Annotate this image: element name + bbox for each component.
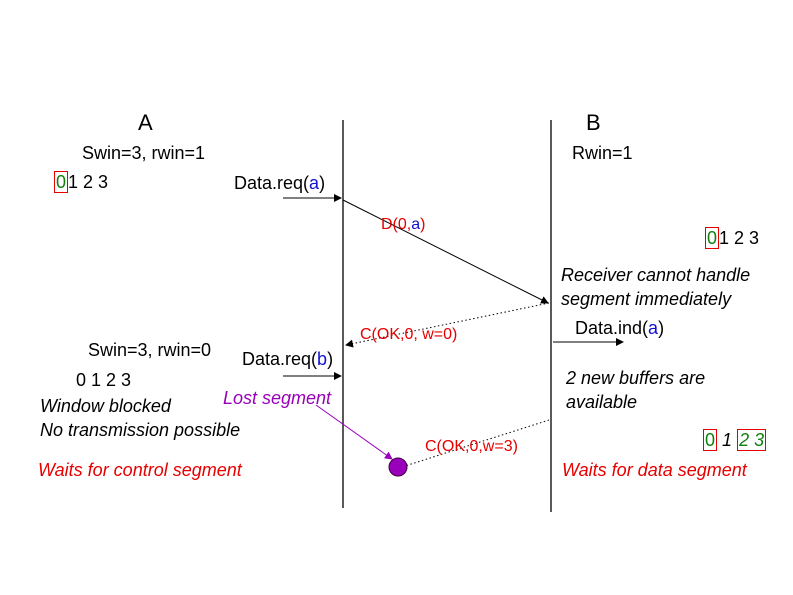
- receiver-waits-text: Waits for data segment: [562, 460, 747, 480]
- sender-sequence-2: 0 1 2 3: [76, 370, 132, 390]
- new-buffers-text-1: 2 new buffers are: [566, 368, 706, 388]
- data-ind-label: Data.ind(a): [575, 318, 664, 338]
- data-req-b-prefix: Data.req(: [242, 349, 318, 369]
- sender-window-1: Swin=3, rwin=1: [82, 143, 206, 163]
- receiver-seq2-mid: 1: [722, 430, 733, 450]
- window-blocked-text: Window blocked: [40, 396, 171, 416]
- receiver-note-2: segment immediately: [561, 289, 732, 309]
- sender-waits-text: Waits for control segment: [38, 460, 242, 480]
- data-req-a-suffix: ): [319, 173, 326, 193]
- sender-seq1-rest: 1 2 3: [68, 172, 109, 192]
- receiver-window: Rwin=1: [572, 143, 633, 163]
- receiver-seq2-first: 0: [703, 429, 718, 451]
- control-segment-2-line: [404, 419, 550, 467]
- data-ind-arg: a: [648, 318, 659, 338]
- data-req-b-arg: b: [317, 349, 328, 369]
- data-req-a-label: Data.req(a): [234, 173, 325, 193]
- lost-segment-label: Lost segment: [223, 388, 332, 408]
- receiver-sequence-2: 0 1 2 3: [703, 429, 767, 451]
- data-ind-suffix: ): [658, 318, 665, 338]
- data-segment-label: D(0,a): [381, 215, 425, 235]
- receiver-note-1: Receiver cannot handle: [561, 265, 751, 285]
- data-req-b-suffix: ): [327, 349, 334, 369]
- control-segment-1-label: C(OK,0, w=0): [360, 326, 458, 343]
- lost-segment-pointer: [315, 404, 393, 460]
- data-req-a-prefix: Data.req(: [234, 173, 310, 193]
- data-segment-arg: a: [411, 216, 421, 233]
- sender-seq1-boxed: 0: [54, 171, 69, 193]
- data-segment-suffix: ): [420, 216, 426, 233]
- data-segment-arrow: [342, 199, 549, 304]
- receiver-seq2-boxed: 2 3: [737, 429, 767, 451]
- receiver-seq1-rest: 1 2 3: [719, 228, 760, 248]
- lost-segment-dot: [388, 457, 408, 477]
- entity-a-label: A: [138, 110, 153, 135]
- no-transmission-text: No transmission possible: [40, 420, 241, 440]
- data-req-a-arg: a: [309, 173, 320, 193]
- data-req-b-label: Data.req(b): [242, 349, 333, 369]
- control-segment-1-arrow: [345, 302, 550, 348]
- data-segment-prefix: D(0,: [381, 216, 412, 233]
- sender-window-2: Swin=3, rwin=0: [88, 340, 212, 360]
- control-segment-2-label: C(OK,0,w=3): [425, 438, 518, 455]
- new-buffers-text-2: available: [566, 392, 638, 412]
- entity-b-label: B: [586, 110, 601, 135]
- data-ind-prefix: Data.ind(: [575, 318, 649, 338]
- receiver-seq1-boxed: 0: [705, 227, 720, 249]
